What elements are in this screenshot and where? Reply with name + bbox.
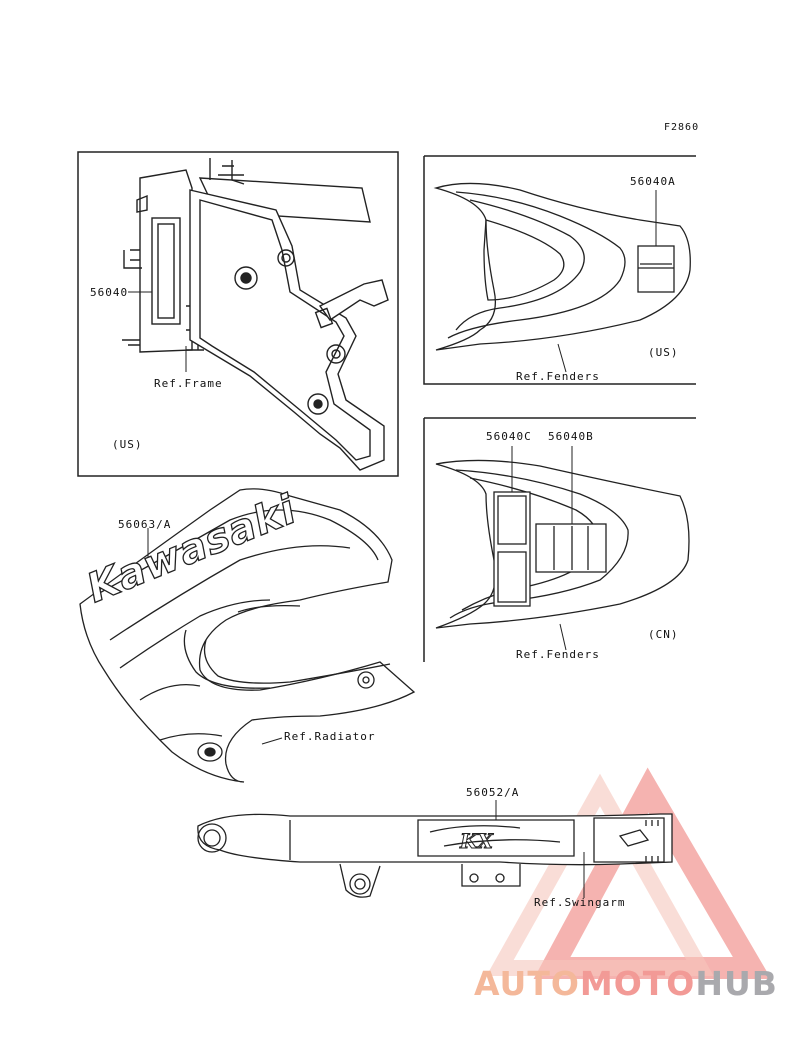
fender-us-panel [423,155,696,385]
watermark-part-moto: MOTO [579,964,696,1003]
frame-part-number: 56040 [90,286,129,299]
swingarm: KX [197,800,673,898]
svg-text:KX: KX [459,829,494,853]
watermark-part-hub: HUB [695,964,778,1003]
swingarm-ref-label: Ref.Swingarm [534,896,626,909]
shroud-part-number: 56063/A [118,518,172,531]
watermark-logo: AUTOMOTOHUB [474,964,778,1003]
watermark-part-auto: AUTO [474,964,580,1003]
frame-region: (US) [112,438,143,451]
frame-ref-label: Ref.Frame [154,377,223,390]
fender-us-ref-label: Ref.Fenders [516,370,600,383]
swingarm-part-number: 56052/A [466,786,520,799]
figure-code: F2860 [664,122,700,133]
shroud [79,488,416,783]
fender-cn-panel [423,417,696,662]
fender-cn-part-number-c: 56040C [486,430,532,443]
fender-cn-ref-label: Ref.Fenders [516,648,600,661]
fender-cn-part-number-b: 56040B [548,430,594,443]
fender-us-region: (US) [648,346,679,359]
shroud-ref-label: Ref.Radiator [284,730,376,743]
fender-cn-region: (CN) [648,628,679,641]
watermark-triangle [486,767,772,979]
frame-panel [77,151,399,477]
fender-us-part-number: 56040A [630,175,676,188]
